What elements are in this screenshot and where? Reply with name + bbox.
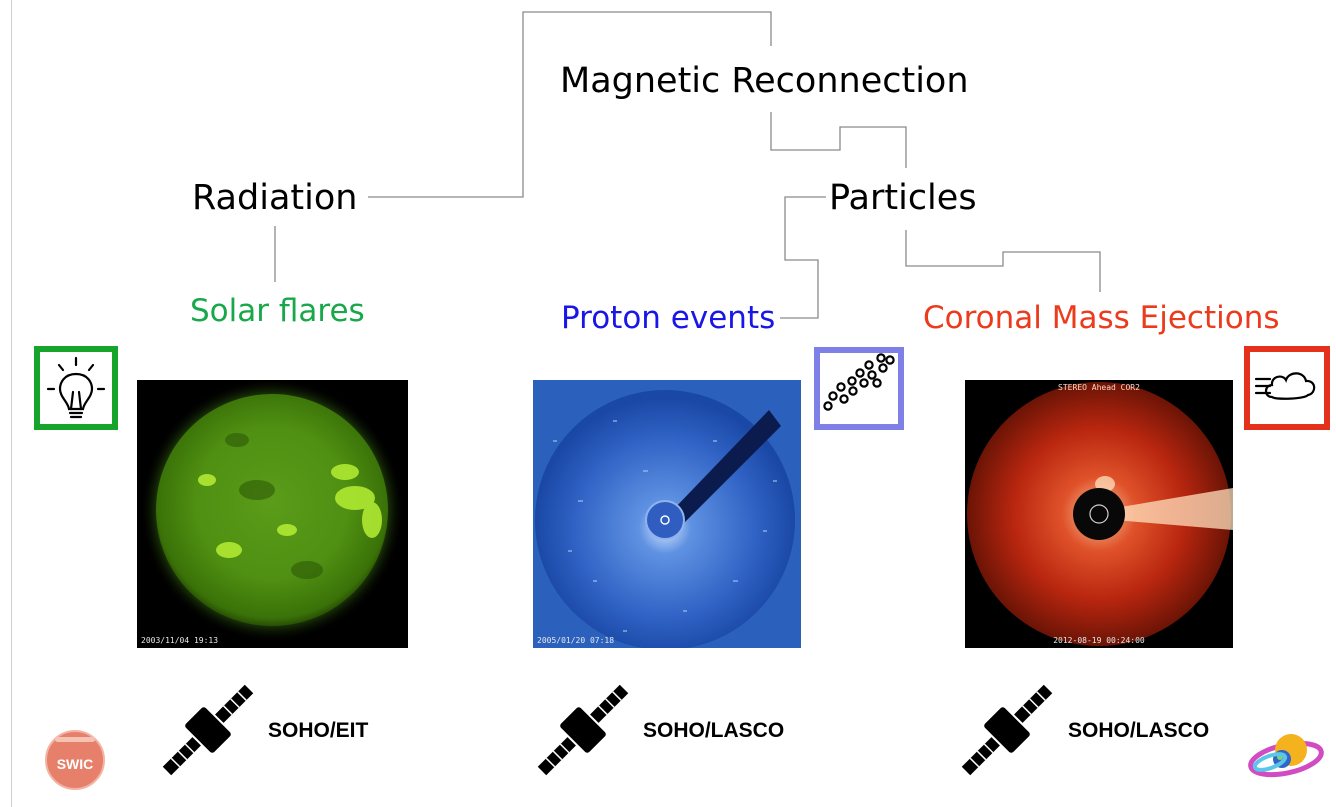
label-solar-flares: Solar flares xyxy=(190,293,365,329)
swic-logo: SWIC xyxy=(45,730,105,790)
instrument-label-lasco-2: SOHO/LASCO xyxy=(1068,719,1210,742)
wind-cloud-icon xyxy=(1244,346,1330,430)
label-proton-events: Proton events xyxy=(561,300,776,336)
svg-text:SWIC: SWIC xyxy=(57,756,94,772)
connector-root-particles xyxy=(770,112,907,168)
satellite-icon xyxy=(537,684,629,776)
eit-timestamp: 2003/11/04 19:13 xyxy=(141,636,219,645)
node-radiation: Radiation xyxy=(192,178,358,218)
solar-flare-image: 2003/11/04 19:13 xyxy=(137,380,408,648)
connector-particles-cmes xyxy=(905,230,1101,292)
node-magnetic-reconnection: Magnetic Reconnection xyxy=(560,61,969,101)
instrument-label-eit: SOHO/EIT xyxy=(268,719,369,742)
connector-root-radiation xyxy=(368,11,772,198)
instrument-label-lasco-1: SOHO/LASCO xyxy=(643,719,785,742)
lasco-timestamp: 2005/01/20 07:18 xyxy=(537,636,615,645)
proton-event-image: 2005/01/20 07:18 xyxy=(533,380,801,648)
lightbulb-icon xyxy=(34,346,118,430)
slide-left-border xyxy=(11,0,12,807)
satellite-icon xyxy=(961,684,1053,776)
cme-image: STEREO Ahead COR2 2012-08-19 00:24:00 xyxy=(965,380,1233,648)
organization-logo xyxy=(1248,734,1324,778)
label-coronal-mass-ejections: Coronal Mass Ejections xyxy=(923,300,1280,336)
particles-icon xyxy=(814,347,904,430)
connector-particles-protons xyxy=(780,196,826,319)
satellite-icon xyxy=(162,684,254,776)
stereo-timestamp: 2012-08-19 00:24:00 xyxy=(1053,636,1145,645)
node-particles: Particles xyxy=(829,178,977,218)
stereo-header: STEREO Ahead COR2 xyxy=(1058,383,1140,392)
